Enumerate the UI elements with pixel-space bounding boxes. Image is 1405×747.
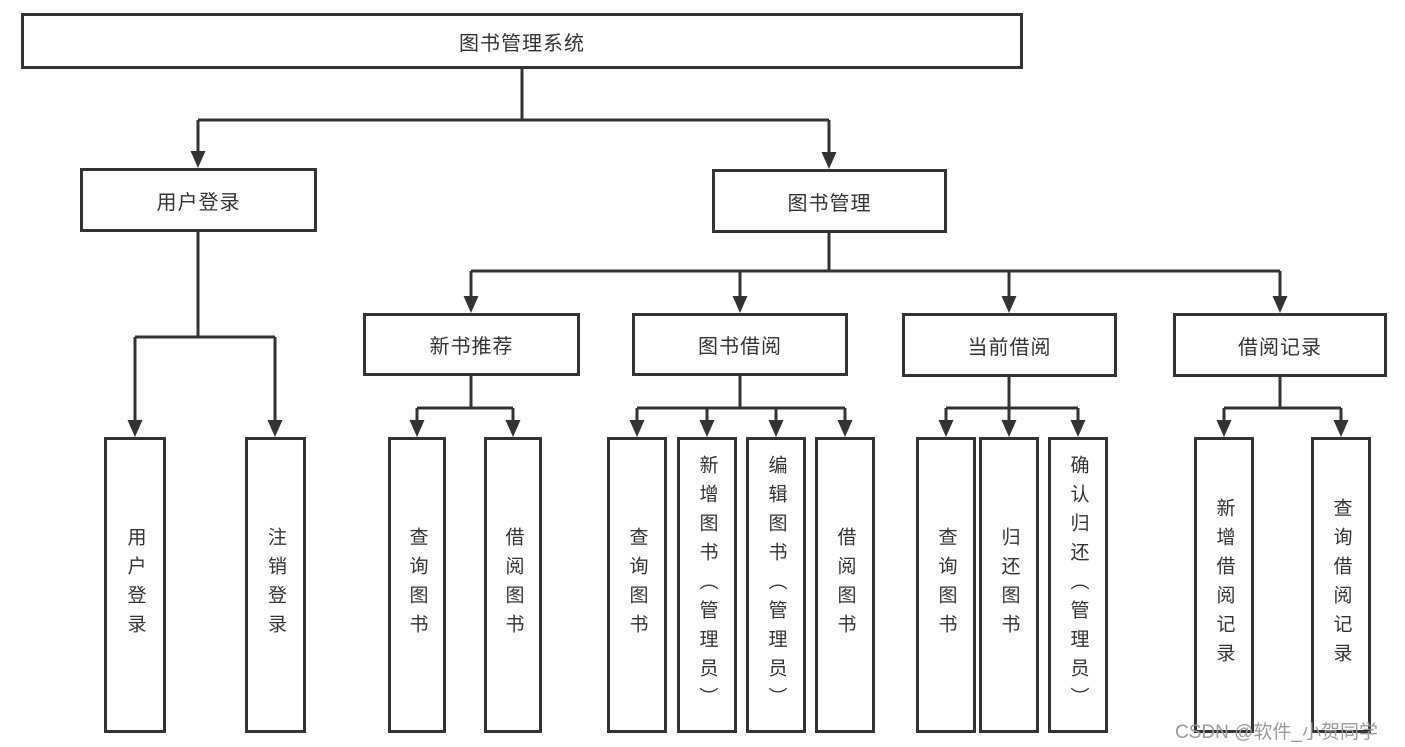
node-user-login: 用户登录: [80, 168, 317, 232]
node-library-system: 图书管理系统: [21, 13, 1023, 69]
node-cb-confirm-return-admin: 确认归还（管理员）: [1048, 437, 1108, 733]
node-borrow-records: 借阅记录: [1173, 313, 1387, 377]
node-bb-borrow-books: 借阅图书: [815, 437, 875, 733]
node-current-borrowing: 当前借阅: [902, 313, 1117, 377]
node-br-add-record: 新增借阅记录: [1194, 437, 1254, 733]
node-book-borrowing: 图书借阅: [632, 313, 848, 376]
node-bb-edit-books-admin: 编辑图书（管理员）: [746, 437, 806, 733]
node-cb-query-books: 查询图书: [916, 437, 976, 733]
node-br-query-record: 查询借阅记录: [1311, 437, 1371, 733]
node-book-management: 图书管理: [712, 169, 947, 233]
node-new-book-recommend: 新书推荐: [363, 313, 580, 376]
node-leaf-logout: 注销登录: [245, 437, 306, 733]
node-cb-return-books: 归还图书: [979, 437, 1039, 733]
node-leaf-user-login: 用户登录: [104, 437, 166, 733]
csdn-watermark: CSDN @软件_小贺同学: [1175, 722, 1378, 743]
node-bb-add-books-admin: 新增图书（管理员）: [677, 437, 737, 733]
node-rec-borrow-books: 借阅图书: [484, 437, 542, 733]
node-rec-query-books: 查询图书: [388, 437, 446, 733]
node-bb-query-books: 查询图书: [607, 437, 667, 733]
